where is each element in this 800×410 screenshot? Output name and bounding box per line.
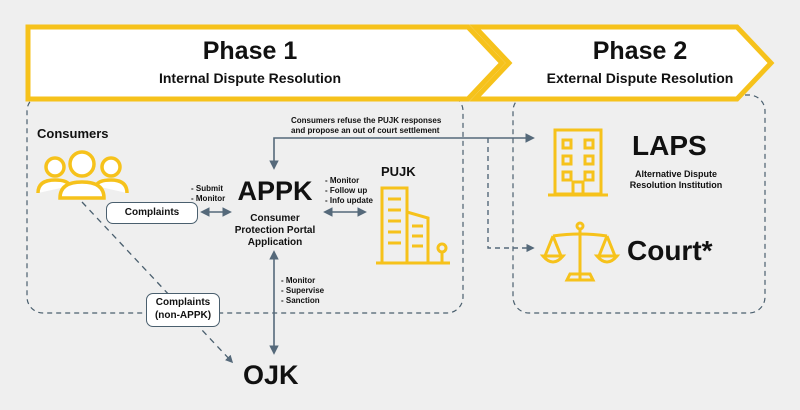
phase2-container: [512, 94, 766, 314]
laps-line1: Alternative Dispute: [634, 169, 718, 179]
complaints-label: Complaints: [124, 207, 180, 218]
buildings-icon: [376, 186, 450, 265]
pujk-note-line1: - Monitor: [325, 176, 360, 185]
laps-title: LAPS: [632, 130, 707, 161]
pujk-note-line3: - Info update: [325, 196, 373, 205]
complaints-non-appk-badge: Complaints (non-APPK): [146, 293, 220, 327]
phase1-subtitle: Internal Dispute Resolution: [158, 70, 341, 86]
building-icon: [548, 128, 608, 197]
phase1-title: Phase 1: [202, 37, 298, 65]
phase2-title: Phase 2: [592, 37, 688, 65]
pujk-note-line2: - Follow up: [325, 186, 368, 195]
refuse-note: Consumers refuse the PUJK responses and …: [291, 116, 441, 136]
phase2-subtitle: External Dispute Resolution: [546, 70, 734, 86]
phase2-banner: [469, 24, 775, 102]
submit-note-line2: - Monitor: [191, 194, 226, 203]
pujk-label: PUJK: [381, 164, 416, 179]
consumer-to-ojk-line: [81, 201, 234, 364]
laps-description: Alternative Dispute Resolution Instituti…: [616, 169, 736, 191]
appk-title: APPK: [237, 176, 313, 206]
submit-note: - Submit - Monitor: [191, 184, 225, 204]
ojk-note-line2: - Supervise: [281, 286, 325, 295]
phase1-banner: [25, 24, 506, 102]
complaints-non-line2: (non-APPK): [154, 310, 212, 321]
complaints-non-line1: Complaints: [155, 297, 211, 308]
refuse-connector-line: [269, 137, 488, 170]
pujk-note: - Monitor - Follow up - Info update: [325, 176, 373, 206]
to-court-arrow: [487, 138, 535, 253]
scales-icon: [539, 221, 621, 282]
appk-line3: Application: [247, 237, 303, 248]
court-title: Court*: [627, 235, 713, 266]
consumers-group-icon: [36, 150, 129, 200]
submit-note-line1: - Submit: [191, 184, 223, 193]
consumers-label: Consumers: [37, 126, 109, 141]
ojk-note-line1: - Monitor: [281, 276, 316, 285]
refuse-note-line2: and propose an out of court settlement: [291, 126, 440, 135]
ojk-label: OJK: [243, 360, 299, 390]
laps-line2: Resolution Institution: [629, 180, 723, 190]
appk-line2: Protection Portal: [234, 225, 316, 236]
refuse-note-line1: Consumers refuse the PUJK responses: [291, 116, 442, 125]
ojk-note: - Monitor - Supervise - Sanction: [281, 276, 324, 306]
appk-description: Consumer Protection Portal Application: [228, 213, 322, 249]
ojk-note-line3: - Sanction: [281, 296, 320, 305]
complaints-badge: Complaints: [106, 202, 198, 224]
appk-line1: Consumer: [250, 213, 300, 224]
